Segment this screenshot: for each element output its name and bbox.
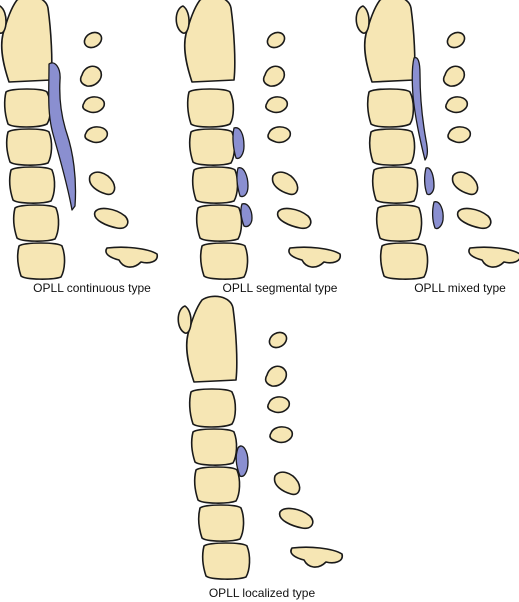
- mixed-ossification-segment-2: [431, 201, 444, 230]
- caption-localized-type: OPLL localized type: [208, 586, 316, 600]
- segmental-ossification-middle: [236, 167, 249, 198]
- mixed-ossification-continuous: [411, 56, 429, 161]
- localized-type-panel: [177, 295, 344, 580]
- caption-segmental-type: OPLL segmental type: [222, 281, 338, 295]
- segmental-ossification-upper: [232, 127, 245, 160]
- caption-continuous-type: OPLL continuous type: [33, 281, 151, 295]
- mixed-type-panel: [355, 0, 519, 280]
- segmental-type-panel: [175, 0, 342, 280]
- segmental-ossification-lower: [240, 203, 253, 228]
- continuous-ossification: [48, 62, 77, 211]
- continuous-type-panel: [0, 0, 159, 280]
- caption-mixed-type: OPLL mixed type: [414, 281, 506, 295]
- localized-ossification: [235, 445, 249, 478]
- mixed-ossification-segment-1: [423, 167, 435, 196]
